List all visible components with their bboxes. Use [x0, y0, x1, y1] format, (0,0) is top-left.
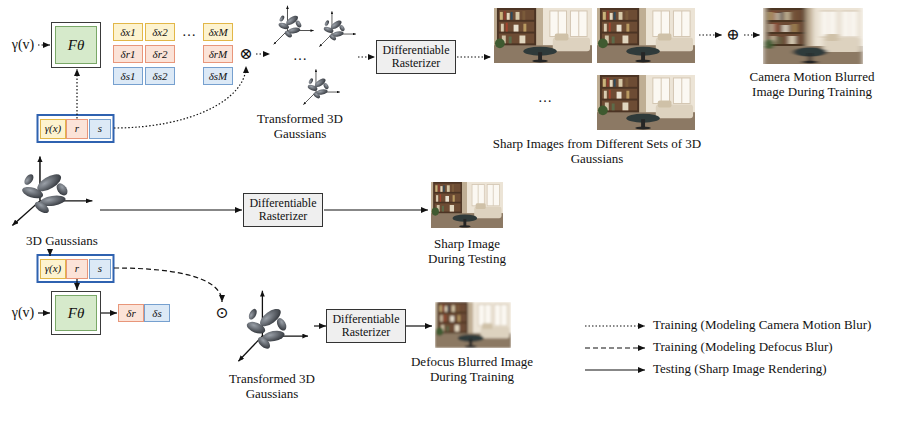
node-text: δrM [206, 48, 230, 60]
node-text: r [69, 262, 85, 274]
dotted-connector [114, 66, 246, 128]
solid-arrow [100, 209, 242, 210]
node-text: δr2 [148, 48, 172, 60]
connector-arrow [76, 69, 77, 119]
legend-solid-sample [585, 369, 645, 370]
caption-label: Sharp Images from Different Sets of 3D G… [490, 137, 705, 167]
input-arrow [38, 312, 50, 313]
position-box: δxM [203, 23, 233, 41]
caption-label: Transformed 3D Gaussians [217, 372, 327, 402]
rotation-box: r [66, 119, 88, 139]
gaussian-icon [274, 6, 314, 45]
operator-symbol: ⊙ [213, 304, 231, 322]
legend-dotted-sample [585, 325, 645, 326]
ellipsis: … [290, 48, 310, 64]
node-text: δs [147, 307, 167, 319]
caption-label: Sharp Image During Testing [417, 237, 517, 267]
network-box: Fθ [51, 291, 101, 335]
dotted-arrow [744, 34, 760, 35]
sharp-image [431, 182, 503, 228]
sharp-image [597, 8, 695, 63]
defocus-blurred-image [435, 302, 511, 348]
caption-label: Transformed 3D Gaussians [245, 112, 355, 142]
rasterizer-box: Differentiable Rasterizer [376, 40, 456, 74]
dashed-connector [114, 268, 222, 302]
legend-dashed-sample [585, 347, 645, 348]
gaussian-icon [12, 157, 92, 226]
ellipsis: … [179, 24, 199, 40]
rotation-box: δr2 [145, 45, 175, 63]
node-text: γ(x) [43, 262, 63, 274]
connector-arrow [101, 312, 117, 313]
operator-symbol: ⊗ [237, 45, 255, 63]
gaussian-icon [319, 11, 356, 46]
node-text: γ(x) [43, 122, 63, 134]
operator-symbol: ⊕ [724, 26, 742, 44]
ellipsis: … [533, 90, 557, 106]
node-text: s [92, 262, 108, 274]
node-text: Fθ [54, 37, 98, 54]
solid-arrow [324, 209, 428, 210]
dashed-arrow [49, 249, 50, 256]
scale-box: δs2 [145, 67, 175, 85]
network-box: Fθ [51, 22, 101, 68]
legend-text: Training (Modeling Camera Motion Blur) [653, 318, 871, 333]
node-text: δxM [206, 26, 230, 38]
gaussian-icon [303, 69, 340, 104]
node-text: δx1 [116, 26, 140, 38]
rotation-box: r [66, 259, 88, 279]
node-text: s [92, 122, 108, 134]
sharp-image [494, 8, 592, 63]
node-text: Differentiable Rasterizer [329, 313, 403, 339]
scale-box: δs1 [113, 67, 143, 85]
scale-box: s [89, 119, 111, 139]
node-text: Fθ [54, 305, 98, 322]
legend-text: Training (Modeling Defocus Blur) [653, 340, 833, 355]
sharp-image [597, 75, 695, 130]
node-text: δs2 [148, 70, 172, 82]
node-text: δr [121, 307, 141, 319]
input-container [38, 115, 114, 142]
input-arrow [38, 44, 50, 45]
rasterizer-box: Differentiable Rasterizer [326, 309, 406, 343]
motion-blurred-image [763, 8, 863, 64]
caption-label: 3D Gaussians [17, 234, 107, 249]
connector-arrow [76, 279, 77, 291]
node-text: δx2 [148, 26, 172, 38]
node-text: r [69, 122, 85, 134]
node-text: Differentiable Rasterizer [246, 197, 320, 223]
node-text: δr1 [116, 48, 140, 60]
input-label: γ(v) [6, 305, 40, 321]
solid-arrow [406, 325, 432, 326]
input-container [38, 255, 114, 282]
dotted-arrow [358, 56, 375, 57]
node-text: δsM [206, 70, 230, 82]
caption-label: Camera Motion Blurred Image During Train… [737, 70, 887, 100]
rotation-box: δrM [203, 45, 233, 63]
node-text: δs1 [116, 70, 140, 82]
position-box: γ(x) [40, 119, 66, 139]
input-label: γ(v) [6, 37, 40, 53]
scale-box: s [89, 259, 111, 279]
legend-text: Testing (Sharp Image Rendering) [653, 362, 826, 377]
gaussian-icon [238, 291, 308, 362]
dotted-arrow [699, 34, 722, 35]
rotation-box: δr1 [113, 45, 143, 63]
scale-box: δs [144, 304, 170, 322]
position-box: γ(x) [40, 259, 66, 279]
caption-label: Defocus Blurred Image During Training [402, 355, 542, 385]
rasterizer-box: Differentiable Rasterizer [243, 193, 323, 227]
node-text: Differentiable Rasterizer [379, 44, 453, 70]
dotted-arrow [457, 56, 491, 57]
position-box: δx1 [113, 23, 143, 41]
position-box: δx2 [145, 23, 175, 41]
scale-box: δsM [203, 67, 233, 85]
solid-arrow [314, 325, 326, 326]
rotation-box: δr [118, 304, 144, 322]
dotted-arrow [256, 53, 270, 54]
